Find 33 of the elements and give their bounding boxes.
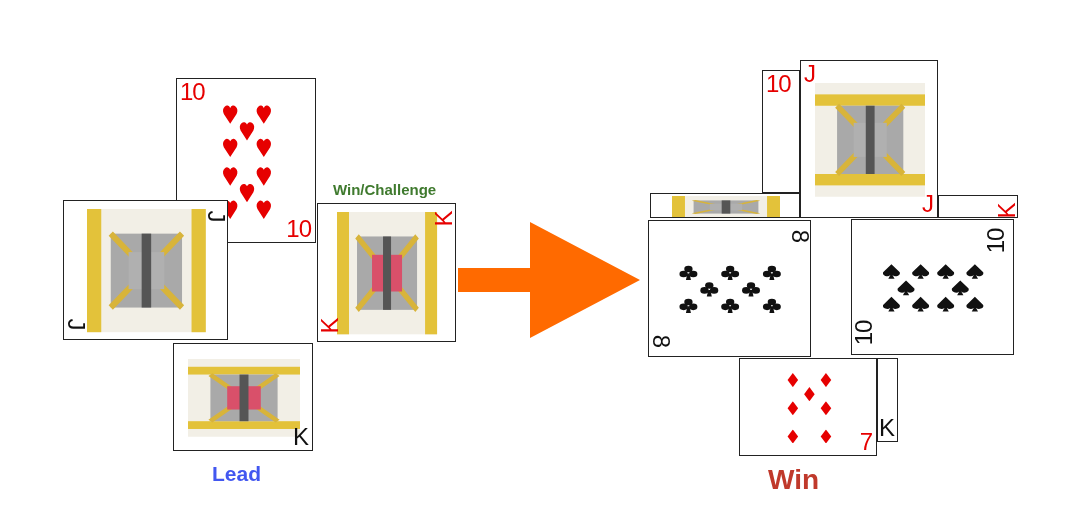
playing-card bbox=[800, 60, 938, 218]
card-index: K bbox=[293, 424, 308, 450]
playing-card bbox=[739, 358, 877, 456]
playing-card bbox=[851, 219, 1014, 355]
card-index: J bbox=[804, 61, 815, 87]
group-caption: Lead bbox=[212, 461, 261, 487]
block-arrow bbox=[458, 222, 640, 338]
card-index: 8 bbox=[786, 229, 810, 243]
card-index: K bbox=[879, 415, 894, 441]
group-caption: Win bbox=[768, 463, 820, 497]
playing-card bbox=[938, 195, 1018, 218]
playing-card bbox=[650, 193, 800, 218]
card-index: 8 bbox=[649, 334, 675, 348]
card-index: K bbox=[318, 318, 343, 334]
playing-card bbox=[176, 78, 316, 243]
card-index: 10 bbox=[286, 216, 311, 242]
playing-card bbox=[648, 220, 811, 357]
card-index: 7 bbox=[859, 429, 872, 455]
playing-card bbox=[877, 358, 898, 442]
playing-card bbox=[63, 200, 228, 340]
card-index: 10 bbox=[180, 79, 205, 105]
card-index: 10 bbox=[766, 71, 791, 97]
playing-card bbox=[762, 70, 800, 193]
card-caption: Win/Challenge bbox=[333, 180, 437, 200]
card-index: J bbox=[922, 191, 933, 217]
playing-card bbox=[317, 203, 456, 342]
card-index: J bbox=[202, 210, 227, 222]
playing-card bbox=[173, 343, 313, 451]
card-index: K bbox=[993, 203, 1017, 217]
card-index: 10 bbox=[983, 228, 1010, 254]
card-index: 10 bbox=[852, 320, 878, 346]
card-index: K bbox=[430, 211, 455, 227]
card-index: J bbox=[64, 318, 89, 330]
